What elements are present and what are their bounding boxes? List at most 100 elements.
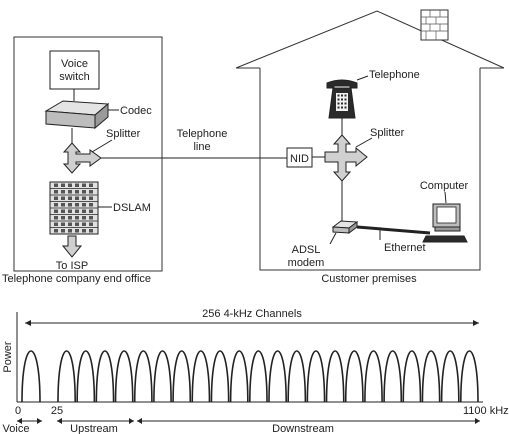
dslam-port — [82, 203, 86, 207]
premises-splitter-pointer — [355, 137, 373, 148]
data-channel-hump — [57, 350, 76, 403]
dslam-port — [89, 209, 93, 213]
codec-label: Codec — [120, 105, 152, 117]
data-channel-hump — [172, 350, 192, 403]
customer-premises: Telephone Splitter NID ADSL modem Ethern… — [235, 9, 505, 285]
dslam-port — [68, 203, 72, 207]
dslam-port — [82, 216, 86, 220]
nid-label: NID — [290, 153, 309, 165]
channels-arrowhead-left — [25, 320, 31, 326]
office-splitter — [62, 142, 102, 174]
premises-splitter — [324, 134, 368, 182]
dslam-port — [82, 196, 86, 200]
dslam-port — [75, 216, 79, 220]
tick-label-0: 0 — [15, 405, 21, 417]
dslam-port — [82, 209, 86, 213]
channels-arrowhead-right — [473, 320, 479, 326]
splitter-pointer — [91, 139, 113, 153]
adsl-modem — [331, 220, 359, 234]
ethernet-cable — [356, 225, 431, 235]
dslam-port — [82, 229, 86, 233]
voice-arrowhead-right — [37, 418, 42, 424]
dslam-port — [68, 222, 72, 226]
to-isp-label: To ISP — [56, 260, 88, 272]
telephone-icon — [326, 79, 358, 119]
dslam-port — [89, 229, 93, 233]
dslam-port — [54, 203, 58, 207]
voice-switch — [49, 50, 100, 90]
tick-label-1100: 1100 kHz — [463, 405, 509, 417]
computer-pointer — [444, 191, 447, 204]
office-splitter-label: Splitter — [106, 128, 141, 140]
downstream-arrowhead-left — [137, 418, 142, 424]
dslam-port — [68, 229, 72, 233]
customer-premises-caption: Customer premises — [321, 273, 417, 285]
dslam-port — [61, 209, 65, 213]
modem-pointer — [329, 232, 337, 245]
voice-arrowhead-left — [17, 418, 22, 424]
end-office-border — [13, 36, 163, 272]
tick-label-25: 25 — [51, 405, 63, 417]
dslam-port — [54, 222, 58, 226]
dslam-port — [68, 196, 72, 200]
dslam-port — [61, 222, 65, 226]
data-channel-hump — [229, 350, 249, 403]
voice-switch-label-2: switch — [59, 71, 90, 83]
dslam-port — [75, 183, 79, 187]
dslam-port — [68, 209, 72, 213]
dslam-port — [75, 229, 79, 233]
dslam-port — [75, 209, 79, 213]
dslam-port — [89, 222, 93, 226]
data-channel-hump — [153, 350, 172, 403]
dslam-port — [75, 222, 79, 226]
dslam-port — [82, 222, 86, 226]
upstream-arrowhead-left — [57, 418, 62, 424]
y-axis-label: Power — [2, 341, 14, 373]
downstream-arrowhead-right — [475, 418, 480, 424]
data-channel-hump — [440, 350, 460, 403]
ethernet-label: Ethernet — [384, 242, 426, 254]
telephone-line-label: Telephone — [177, 128, 228, 140]
dslam-port — [61, 183, 65, 187]
dslam-port — [54, 209, 58, 213]
data-channel-hump — [114, 350, 134, 403]
computer-icon — [422, 203, 468, 243]
dslam-port — [54, 196, 58, 200]
data-channel-hump — [325, 350, 345, 403]
dslam-port — [68, 216, 72, 220]
data-channel-hump — [421, 350, 441, 403]
dslam-port — [75, 203, 79, 207]
chimney — [420, 9, 449, 41]
dslam-port — [61, 196, 65, 200]
dslam-port — [89, 190, 93, 194]
dslam-port — [75, 196, 79, 200]
data-channel-hump — [133, 350, 153, 403]
spectrum-humps — [21, 350, 479, 403]
dslam-port — [68, 190, 72, 194]
data-channel-hump — [210, 350, 230, 403]
voice-channel-hump — [21, 350, 41, 403]
dslam-rack — [49, 181, 99, 235]
end-office: Voice switch Codec Splitter DSLAM To ISP… — [2, 36, 163, 285]
dslam-port — [61, 190, 65, 194]
data-channel-hump — [249, 350, 268, 403]
premises-splitter-label: Splitter — [370, 127, 405, 139]
data-channel-hump — [287, 350, 307, 403]
data-channel-hump — [383, 350, 403, 403]
band-label-downstream: Downstream — [272, 423, 334, 434]
codec-box — [44, 100, 110, 130]
dslam-port — [54, 190, 58, 194]
dslam-port — [54, 183, 58, 187]
computer-label: Computer — [420, 180, 469, 192]
house-walls — [259, 68, 481, 271]
upstream-arrowhead-right — [129, 418, 134, 424]
dslam-port — [75, 190, 79, 194]
data-channel-hump — [364, 350, 383, 403]
telephone-label: Telephone — [369, 69, 420, 81]
house-roof — [235, 10, 505, 69]
dslam-port — [68, 183, 72, 187]
dslam-port — [54, 216, 58, 220]
modem-label-2: modem — [288, 257, 325, 269]
data-channel-hump — [191, 350, 211, 403]
